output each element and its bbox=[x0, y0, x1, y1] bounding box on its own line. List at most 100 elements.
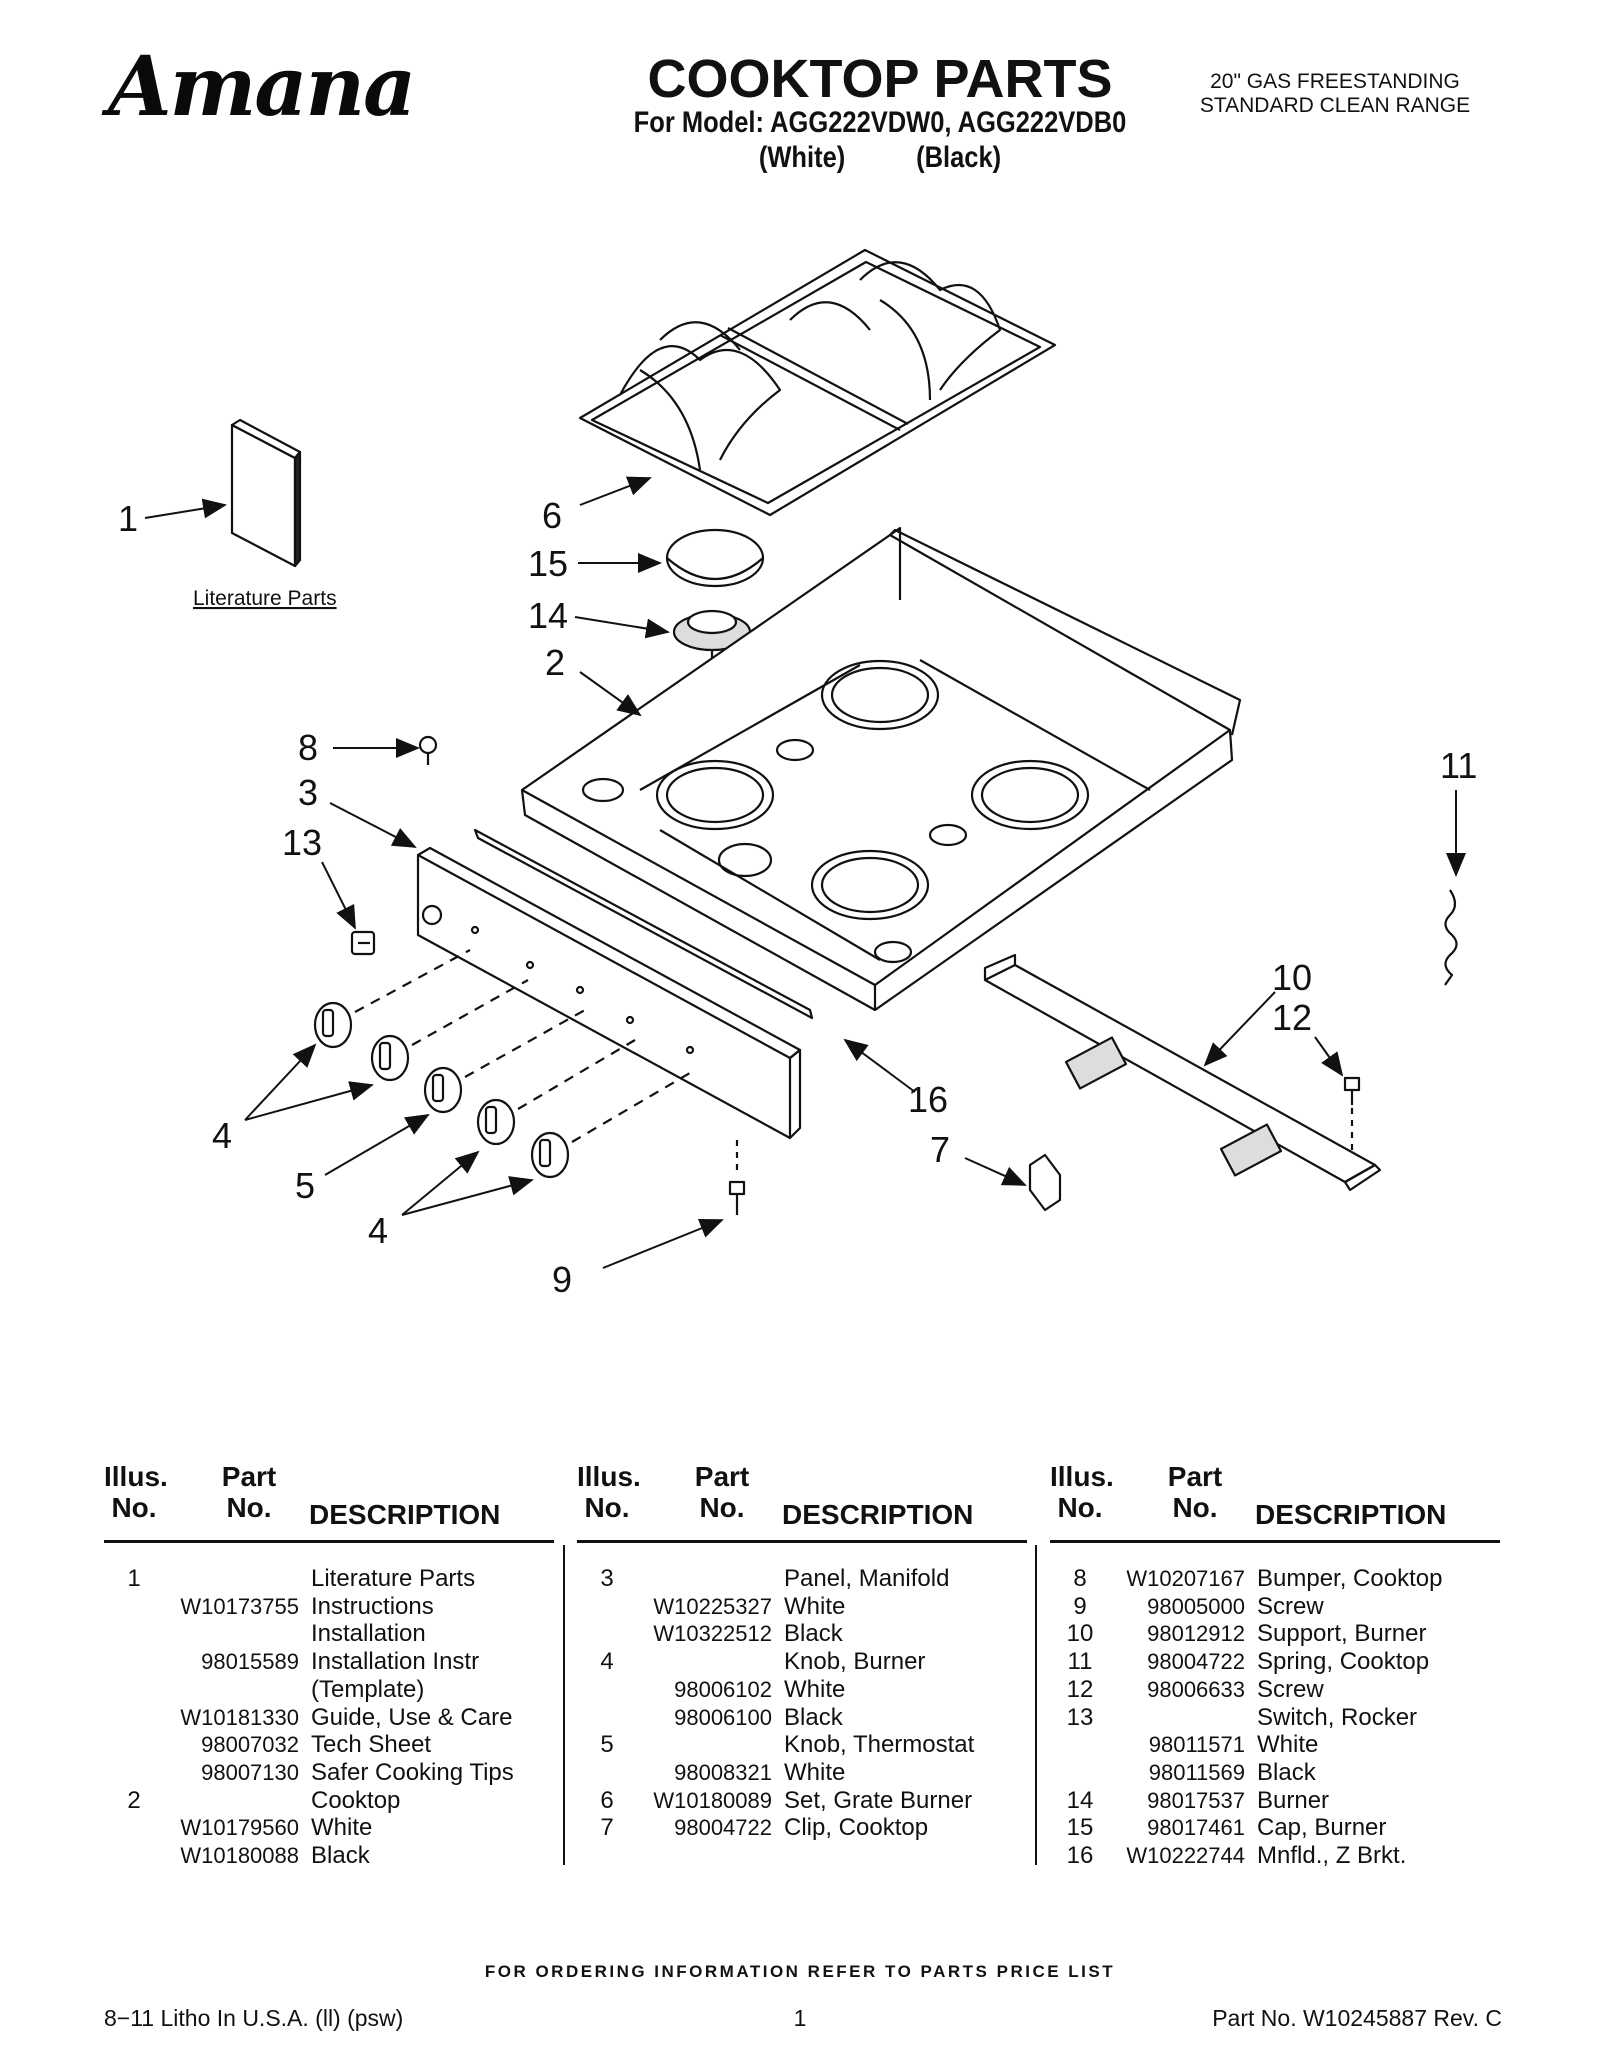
exploded-parts-diagram: 1 6 15 14 2 8 3 13 11 10 12 16 7 4 5 4 9… bbox=[118, 248, 1477, 1300]
description-cell: Knob, Burner bbox=[784, 1648, 926, 1676]
description-cell: White bbox=[784, 1675, 846, 1703]
description-cell: White bbox=[784, 1592, 846, 1620]
description-cell: Bumper, Cooktop bbox=[1257, 1565, 1443, 1592]
part-no-cell: 98007130 bbox=[201, 1759, 299, 1785]
part-no-header: No. bbox=[226, 1491, 272, 1523]
description-cell: Safer Cooking Tips bbox=[311, 1758, 514, 1786]
description-cell: White bbox=[1257, 1731, 1319, 1759]
part-no-cell: W10225327 bbox=[653, 1593, 772, 1619]
description-header: DESCRIPTION bbox=[1255, 1499, 1447, 1530]
column-divider bbox=[563, 1545, 565, 1865]
illus-no-cell: 5 bbox=[600, 1731, 614, 1759]
callout-3: 3 bbox=[298, 772, 318, 813]
description-cell: Instructions bbox=[311, 1592, 434, 1620]
part-no-cell: 98004722 bbox=[674, 1815, 772, 1841]
description-header: DESCRIPTION bbox=[782, 1499, 974, 1530]
illus-no-cell: 7 bbox=[600, 1814, 614, 1842]
description-cell: (Template) bbox=[311, 1675, 425, 1703]
part-no-cell: 98011569 bbox=[1148, 1759, 1245, 1785]
part-no-cell: W10222744 bbox=[1126, 1843, 1245, 1868]
header-center: COOKTOP PARTS For Model: AGG222VDW0, AGG… bbox=[520, 52, 1240, 175]
knobs bbox=[313, 949, 696, 1179]
cooktop-spring bbox=[1444, 889, 1458, 986]
part-no-cell: 98015589 bbox=[201, 1649, 299, 1675]
description-cell: Set, Grate Burner bbox=[784, 1786, 973, 1814]
description-cell: Installation bbox=[311, 1620, 426, 1648]
part-no-header: No. bbox=[699, 1491, 745, 1523]
literature-parts-label: Literature Parts bbox=[193, 587, 337, 610]
illus-no-cell: 9 bbox=[1073, 1592, 1087, 1620]
illus-no-cell: 14 bbox=[1066, 1786, 1094, 1814]
callout-6: 6 bbox=[542, 495, 562, 536]
burner bbox=[672, 609, 752, 652]
description-cell: Screw bbox=[1257, 1675, 1324, 1703]
description-cell: Black bbox=[1257, 1758, 1316, 1786]
part-no-cell: 98005000 bbox=[1147, 1593, 1245, 1619]
description-cell: White bbox=[784, 1758, 846, 1786]
part-no-cell: W10207167 bbox=[1126, 1566, 1245, 1591]
callout-7: 7 bbox=[930, 1129, 950, 1170]
part-no-cell: 98017537 bbox=[1147, 1787, 1245, 1813]
illus-no-cell: 13 bbox=[1066, 1703, 1094, 1731]
burner-support bbox=[983, 953, 1382, 1192]
callout-5: 5 bbox=[295, 1165, 315, 1206]
description-cell: Literature Parts bbox=[311, 1565, 476, 1592]
description-cell: Black bbox=[784, 1703, 843, 1731]
description-cell: Panel, Manifold bbox=[784, 1565, 950, 1592]
callout-4-lower: 4 bbox=[368, 1210, 388, 1251]
illus-header: Illus. bbox=[577, 1461, 641, 1492]
callout-15: 15 bbox=[528, 543, 568, 584]
part-no-cell: W10173755 bbox=[180, 1593, 299, 1619]
cooktop-clip bbox=[1028, 1153, 1062, 1212]
part-no-cell: 98004722 bbox=[1147, 1649, 1245, 1675]
description-cell: Guide, Use & Care bbox=[311, 1703, 513, 1731]
illus-no-cell: 3 bbox=[600, 1565, 614, 1592]
manifold-z-bracket bbox=[473, 828, 814, 1020]
literature-booklet bbox=[230, 418, 302, 568]
screw bbox=[728, 1140, 746, 1215]
description-cell: Tech Sheet bbox=[311, 1731, 432, 1759]
rocker-switch bbox=[350, 930, 376, 956]
grate-set bbox=[578, 248, 1057, 517]
description-cell: Clip, Cooktop bbox=[784, 1814, 929, 1842]
description-cell: Cooktop bbox=[311, 1786, 401, 1814]
cooktop bbox=[520, 526, 1242, 1012]
part-no-cell: 98012912 bbox=[1147, 1621, 1245, 1647]
illus-no-cell: 8 bbox=[1073, 1565, 1087, 1592]
illus-no-header: No. bbox=[584, 1491, 630, 1523]
part-no-cell: 98008321 bbox=[674, 1759, 772, 1785]
bumper bbox=[418, 735, 438, 765]
illus-no-header: No. bbox=[111, 1491, 157, 1523]
part-no-cell: W10180089 bbox=[653, 1787, 772, 1813]
illus-no-cell: 15 bbox=[1066, 1814, 1094, 1842]
part-no-cell: 98017461 bbox=[1147, 1815, 1245, 1841]
part-no-cell: W10181330 bbox=[180, 1704, 299, 1730]
illus-header: Illus. bbox=[104, 1461, 168, 1492]
illus-no-header: No. bbox=[1057, 1491, 1103, 1523]
description-cell: Knob, Thermostat bbox=[784, 1731, 975, 1759]
description-cell: Cap, Burner bbox=[1257, 1814, 1387, 1842]
illus-no-cell: 11 bbox=[1067, 1648, 1093, 1676]
description-cell: Black bbox=[784, 1620, 843, 1648]
callout-12: 12 bbox=[1272, 997, 1312, 1038]
product-line-2: STANDARD CLEAN RANGE bbox=[1199, 94, 1471, 118]
part-no-cell: W10322512 bbox=[653, 1621, 772, 1647]
product-description: 20" GAS FREESTANDING STANDARD CLEAN RANG… bbox=[1150, 70, 1520, 118]
illus-no-cell: 6 bbox=[600, 1786, 614, 1814]
part-no-cell: W10179560 bbox=[180, 1815, 299, 1841]
illus-no-cell: 12 bbox=[1066, 1675, 1094, 1703]
illus-no-cell: 16 bbox=[1066, 1842, 1094, 1869]
description-cell: White bbox=[311, 1814, 373, 1842]
support-screw bbox=[1343, 1076, 1361, 1150]
callout-10: 10 bbox=[1272, 957, 1312, 998]
description-cell: Burner bbox=[1257, 1786, 1330, 1814]
part-no-cell: 98006633 bbox=[1147, 1676, 1245, 1702]
column-divider bbox=[1035, 1545, 1037, 1865]
description-cell: Switch, Rocker bbox=[1257, 1703, 1418, 1731]
part-no-cell: 98006100 bbox=[674, 1704, 772, 1730]
document-part-number: Part No. W10245887 Rev. C bbox=[1212, 2005, 1502, 2031]
description-cell: Mnfld., Z Brkt. bbox=[1257, 1842, 1407, 1869]
